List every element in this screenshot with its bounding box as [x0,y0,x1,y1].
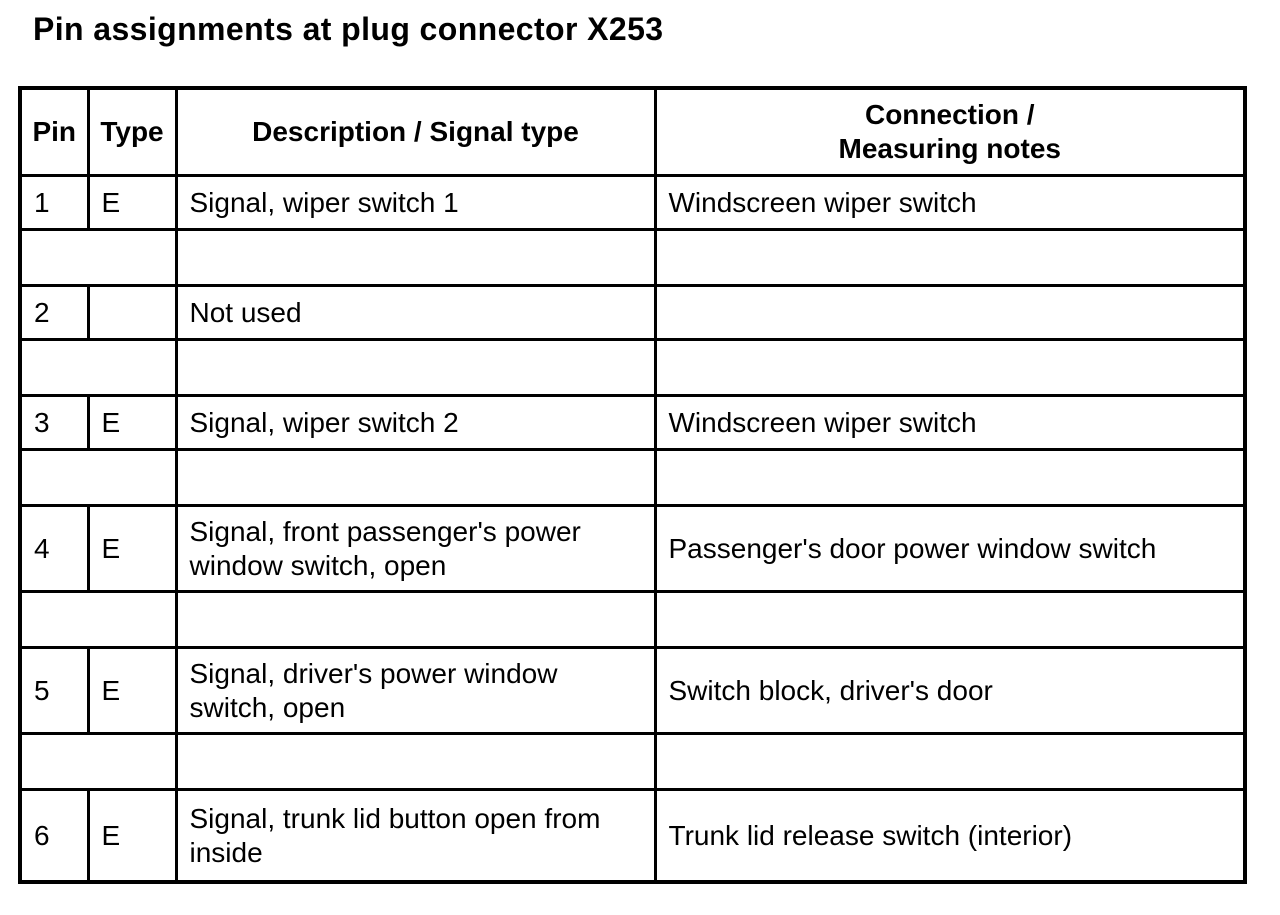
pin-cell: 3 [18,394,90,452]
pin-cell: 4 [18,504,90,594]
description-cell: Not used [174,284,657,342]
table-row-pin-5: 5 E Signal, driver's power window switch… [18,646,1247,736]
pin-cell: 1 [18,174,90,232]
spacer-cell-description [174,338,657,398]
spacer-cell-pin-type [18,448,178,508]
spacer-row [18,732,1247,792]
type-cell: E [86,174,178,232]
description-cell: Signal, wiper switch 1 [174,174,657,232]
description-cell: Signal, wiper switch 2 [174,394,657,452]
pin-assignment-table: Pin Type Description / Signal type Conne… [18,85,1247,884]
spacer-cell-description [174,228,657,288]
pin-cell: 6 [18,788,90,884]
col-header-pin: Pin [18,86,90,178]
spacer-cell-connection [653,590,1247,650]
spacer-cell-connection [653,228,1247,288]
page-title: Pin assignments at plug connector X253 [33,11,664,47]
description-cell: Signal, front passenger's power window s… [174,504,657,594]
type-cell: E [86,504,178,594]
spacer-cell-connection [653,338,1247,398]
type-cell: E [86,394,178,452]
spacer-cell-pin-type [18,228,178,288]
spacer-cell-pin-type [18,338,178,398]
spacer-cell-connection [653,448,1247,508]
type-cell: E [86,646,178,736]
spacer-row [18,338,1247,398]
table-row-pin-2: 2 Not used [18,284,1247,342]
description-cell: Signal, driver's power window switch, op… [174,646,657,736]
connection-cell: Windscreen wiper switch [653,174,1247,232]
table-row-pin-4: 4 E Signal, front passenger's power wind… [18,504,1247,594]
col-header-description: Description / Signal type [174,86,657,178]
spacer-cell-description [174,448,657,508]
spacer-row [18,448,1247,508]
spacer-row [18,228,1247,288]
pin-cell: 2 [18,284,90,342]
spacer-cell-description [174,590,657,650]
table-row-pin-3: 3 E Signal, wiper switch 2 Windscreen wi… [18,394,1247,452]
spacer-row [18,590,1247,650]
spacer-cell-pin-type [18,732,178,792]
description-cell: Signal, trunk lid button open from insid… [174,788,657,884]
pin-cell: 5 [18,646,90,736]
header-row: Pin Type Description / Signal type Conne… [18,86,1247,178]
table-row-pin-1: 1 E Signal, wiper switch 1 Windscreen wi… [18,174,1247,232]
connection-cell: Switch block, driver's door [653,646,1247,736]
connection-cell [653,284,1247,342]
spacer-cell-connection [653,732,1247,792]
connection-cell: Trunk lid release switch (interior) [653,788,1247,884]
table-row-pin-6: 6 E Signal, trunk lid button open from i… [18,788,1247,884]
connection-cell: Windscreen wiper switch [653,394,1247,452]
col-header-connection: Connection / Measuring notes [653,86,1247,178]
type-cell: E [86,788,178,884]
connection-cell: Passenger's door power window switch [653,504,1247,594]
type-cell [86,284,178,342]
col-header-type: Type [86,86,178,178]
spacer-cell-pin-type [18,590,178,650]
spacer-cell-description [174,732,657,792]
